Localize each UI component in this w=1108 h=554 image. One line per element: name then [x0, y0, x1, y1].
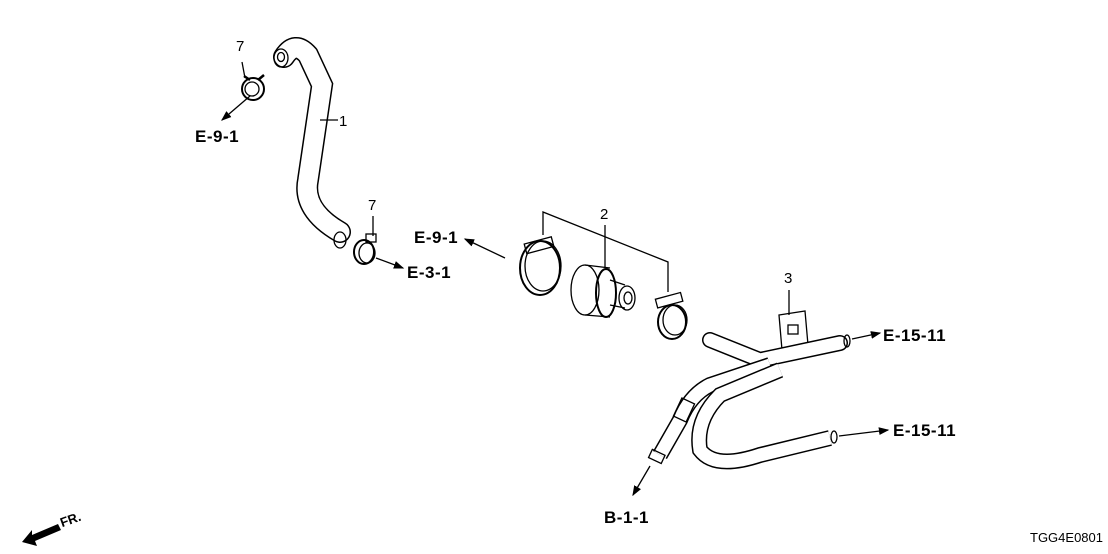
ref-link-e-9-1-center[interactable]: E-9-1	[414, 228, 459, 247]
callout-7-bottom: 7	[368, 197, 377, 214]
hose-part-1	[273, 37, 351, 249]
ref-link-e-15-11-bottom[interactable]: E-15-11	[893, 421, 957, 440]
ref-link-e-3-1[interactable]: E-3-1	[407, 263, 452, 282]
hose-clip-bottom	[353, 216, 377, 265]
diagram-code: TGG4E0801	[1030, 530, 1103, 545]
callout-1: 1	[339, 113, 348, 130]
ref-link-e-9-1-left[interactable]: E-9-1	[195, 127, 240, 146]
ref-link-e-15-11-top[interactable]: E-15-11	[883, 326, 947, 345]
hose-clamp-small	[654, 291, 688, 340]
hose-clamp-large	[519, 236, 562, 296]
hose-clip-top	[241, 61, 265, 101]
callout-7-top: 7	[236, 38, 245, 55]
water-pipe-part-3	[647, 310, 851, 470]
resonator-part-2	[570, 264, 636, 318]
callout-3: 3	[784, 270, 793, 287]
ref-link-b-1-1[interactable]: B-1-1	[604, 508, 650, 527]
front-direction-arrow-icon	[22, 524, 61, 546]
callout-2: 2	[600, 206, 609, 223]
